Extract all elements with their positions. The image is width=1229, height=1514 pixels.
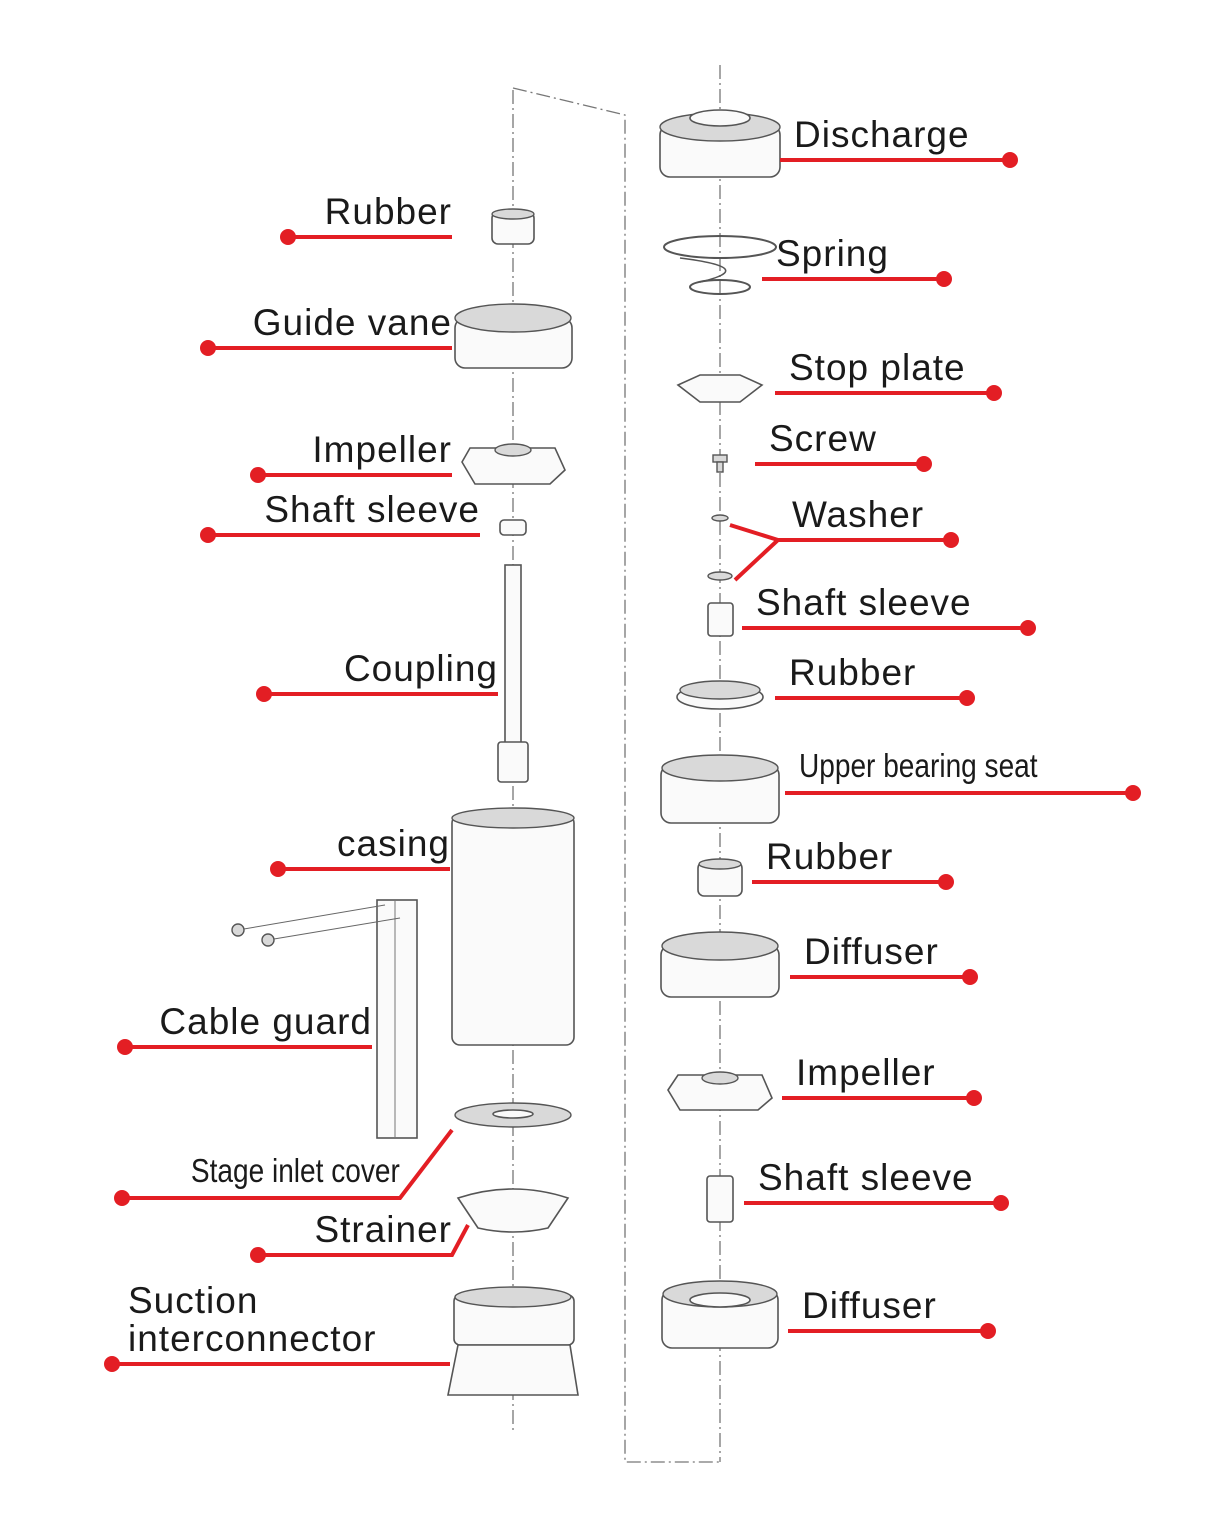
leader-dot	[200, 527, 216, 543]
label-left: Stage inlet cover	[191, 1152, 400, 1189]
part-screw	[712, 454, 728, 473]
leader-line	[122, 1128, 454, 1200]
part-strainer	[456, 1188, 570, 1233]
part-rubber-left	[491, 208, 535, 245]
leader-dot	[104, 1356, 120, 1372]
label-left: Shaft sleeve	[264, 489, 480, 530]
part-guide-vane	[454, 303, 573, 369]
leader-lines	[104, 152, 1141, 1372]
leader-dot	[250, 1247, 266, 1263]
label-right: Diffuser	[802, 1285, 937, 1326]
leader-dot	[993, 1195, 1009, 1211]
part-shaft-sleeve-left	[499, 519, 527, 536]
part-rubber-right-2	[697, 858, 743, 897]
leader-dot	[114, 1190, 130, 1206]
label-right: Shaft sleeve	[756, 582, 972, 623]
leader-dot	[256, 686, 272, 702]
leader-dot	[943, 532, 959, 548]
leader-dot	[1020, 620, 1036, 636]
part-rubber-right	[676, 680, 764, 710]
part-impeller-right	[667, 1071, 773, 1111]
part-suction-interconnector	[447, 1286, 579, 1396]
leader-dot	[200, 340, 216, 356]
leader-dot	[270, 861, 286, 877]
label-right: Diffuser	[804, 931, 939, 972]
part-washer-2	[707, 571, 733, 581]
label-right: Spring	[776, 233, 889, 274]
part-washer-1	[711, 514, 729, 522]
label-left: Suction	[128, 1280, 259, 1321]
label-left: Strainer	[314, 1209, 452, 1250]
part-spring	[663, 235, 777, 295]
label-left: Impeller	[312, 429, 452, 470]
leader-dot	[980, 1323, 996, 1339]
leader-dot	[966, 1090, 982, 1106]
part-diffuser-2	[661, 1280, 779, 1349]
label-left: Coupling	[343, 648, 498, 689]
leader-dot	[250, 467, 266, 483]
part-upper-bearing-seat	[660, 754, 780, 824]
label-right: Screw	[769, 418, 877, 459]
label-left: interconnector	[128, 1318, 377, 1359]
leader-dot	[117, 1039, 133, 1055]
leader-dot	[916, 456, 932, 472]
leader-line	[258, 1224, 470, 1257]
label-left: Cable guard	[159, 1001, 372, 1042]
leader-dot	[1002, 152, 1018, 168]
leader-dot	[962, 969, 978, 985]
leader-dot	[280, 229, 296, 245]
leader-dot	[938, 874, 954, 890]
leader-dot	[936, 271, 952, 287]
part-stage-inlet-cover	[454, 1102, 572, 1128]
leader-dot	[959, 690, 975, 706]
part-impeller-left	[461, 443, 566, 485]
part-casing	[451, 807, 575, 1046]
part-coupling	[497, 564, 529, 783]
label-right: Impeller	[796, 1052, 936, 1093]
part-cable-guard	[231, 899, 418, 1139]
leader-dot	[986, 385, 1002, 401]
label-right: Rubber	[766, 836, 894, 877]
label-left: Guide vane	[252, 302, 452, 343]
label-right: Rubber	[789, 652, 917, 693]
label-right: Stop plate	[789, 347, 966, 388]
part-shaft-sleeve-right-2	[706, 1175, 734, 1223]
washer-branch-line	[729, 523, 782, 582]
leader-dot	[1125, 785, 1141, 801]
part-diffuser-1	[660, 931, 780, 998]
part-discharge	[659, 109, 781, 178]
part-shaft-sleeve-right	[707, 602, 734, 637]
label-right: Shaft sleeve	[758, 1157, 974, 1198]
label-left: Rubber	[324, 191, 452, 232]
label-right: Upper bearing seat	[799, 747, 1038, 784]
label-left: casing	[337, 823, 450, 864]
label-right: Washer	[792, 494, 925, 535]
label-right: Discharge	[794, 114, 970, 155]
part-stop-plate	[676, 374, 764, 403]
